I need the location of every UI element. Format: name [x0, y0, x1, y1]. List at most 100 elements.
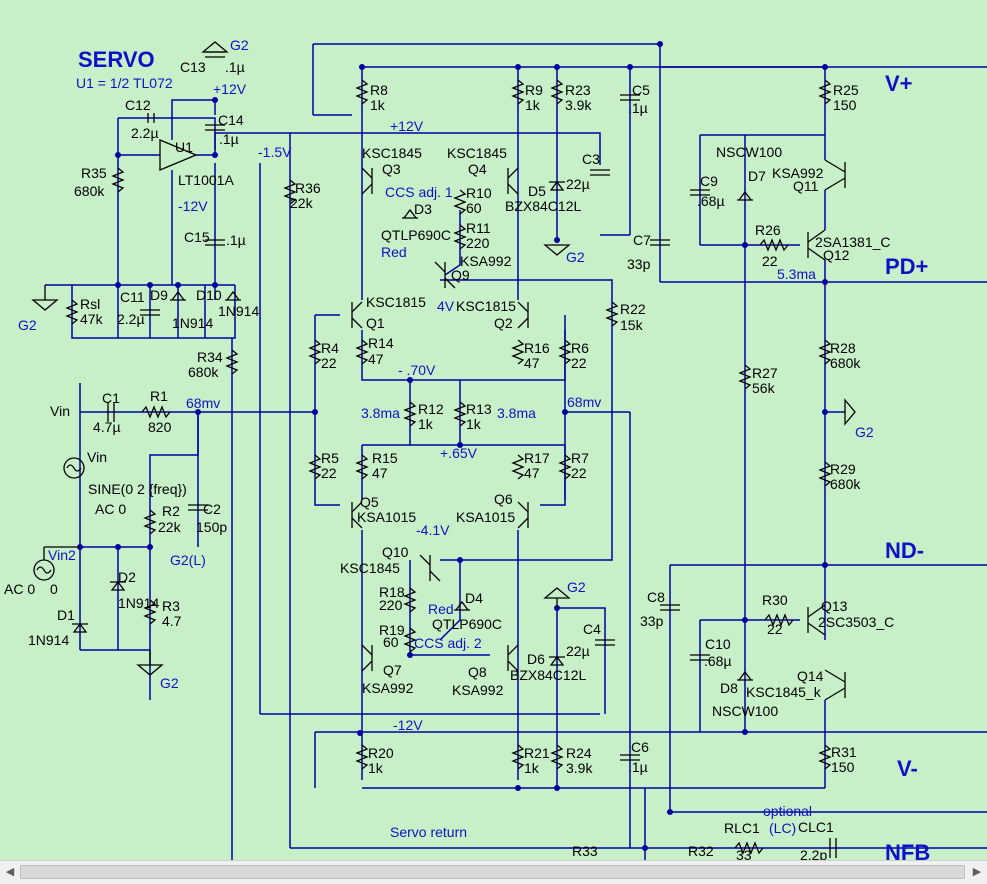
capacitor-c12 — [147, 113, 155, 123]
label-components-d1: D1 — [57, 607, 75, 623]
resistor-r20 — [355, 744, 369, 770]
capacitor-c15 — [205, 239, 225, 246]
label-components-r18: R18 — [379, 584, 405, 600]
label-components-r9v: 1k — [525, 97, 541, 113]
annot-65v: +.65V — [440, 445, 478, 461]
label-components-r23v: 3.9k — [565, 97, 592, 113]
horizontal-scrollbar[interactable]: ◀ ▶ — [0, 860, 987, 884]
label-components-r8: R8 — [370, 82, 388, 98]
capacitor-c3 — [590, 169, 610, 176]
label-components-r35v: 680k — [74, 183, 105, 199]
net-g2l: G2(L) — [170, 552, 206, 568]
capacitor-c8 — [660, 604, 680, 611]
label-components-r12: R12 — [418, 401, 444, 417]
label-components-d8: D8 — [720, 680, 738, 696]
label-components-d10: D10 — [196, 287, 222, 303]
resistor-r3 — [143, 599, 157, 625]
label-components-r3v: 4.7 — [162, 613, 182, 629]
label-components-r4: R4 — [321, 340, 339, 356]
scrollbar-thumb[interactable] — [20, 865, 965, 879]
label-components-c7: C7 — [633, 232, 651, 248]
label-components-r23: R23 — [565, 82, 591, 98]
resistor-r30 — [764, 613, 794, 627]
resistor-r5 — [308, 454, 322, 480]
annot-38ma-a: 3.8ma — [361, 405, 400, 421]
resistor-rlc1 — [734, 841, 764, 855]
servo-return-label: Servo return — [390, 824, 467, 840]
transistor-q14 — [824, 669, 846, 701]
net-vminus: V- — [897, 756, 918, 781]
label-components-c13: C13 — [180, 59, 206, 75]
label-components-d4v: QTLP690C — [432, 616, 502, 632]
label-components-d5v: BZX84C12L — [505, 198, 581, 214]
label-components-r14v: 47 — [368, 351, 384, 367]
label-components-r18v: 220 — [379, 597, 403, 613]
label-components-r36: R36 — [295, 180, 321, 196]
led-label-red1: Red — [381, 244, 407, 260]
resistor-r4 — [308, 339, 322, 365]
label-components-r14: R14 — [368, 335, 394, 351]
schematic-canvas[interactable]: SERVO U1 = 1/2 TL072 G2 C13 .1µ +12V C12… — [0, 0, 987, 865]
label-components-d7: D7 — [748, 168, 766, 184]
label-components-q6v: KSA1015 — [456, 509, 515, 525]
resistor-r7 — [558, 454, 572, 480]
resistor-r34 — [225, 349, 239, 375]
diode-d10 — [225, 290, 241, 301]
label-components-c6: C6 — [631, 739, 649, 755]
label-components-r27: R27 — [752, 365, 778, 381]
label-components-q3v: KSC1845 — [362, 145, 422, 161]
label-components-c15: C15 — [184, 229, 210, 245]
subtitle: U1 = 1/2 TL072 — [76, 75, 173, 91]
capacitor-c2 — [188, 504, 208, 511]
led-d8 — [737, 670, 753, 681]
label-components-d6: D6 — [527, 651, 545, 667]
label-components-c5v: .1µ — [628, 100, 648, 116]
label-components-r16: R16 — [524, 340, 550, 356]
scroll-left-arrow-icon[interactable]: ◀ — [5, 866, 15, 878]
label-components-c14v: .1µ — [219, 131, 239, 147]
label-components-q3: Q3 — [382, 161, 401, 177]
label-components-r1: R1 — [150, 388, 168, 404]
label-components-d3v: QTLP690C — [381, 227, 451, 243]
resistor-r12 — [403, 401, 417, 427]
resistor-r25 — [818, 79, 832, 105]
annot-70v: - .70V — [398, 362, 436, 378]
label-components-r10: R10 — [466, 185, 492, 201]
resistor-r8 — [355, 79, 369, 105]
label-components-d9v: 1N914 — [172, 315, 213, 331]
label-components-d9: D9 — [150, 287, 168, 303]
label-components-r27v: 56k — [752, 380, 776, 396]
label-components-c15v: .1µ — [226, 232, 246, 248]
label-components-r24v: 3.9k — [566, 760, 593, 776]
label-components-r36v: 22k — [290, 195, 314, 211]
transistor-q3 — [361, 167, 373, 195]
resistor-r2 — [143, 509, 157, 535]
annot-38ma-b: 3.8ma — [497, 405, 536, 421]
label-components-r26v: 22 — [762, 253, 778, 269]
label-components-r2v: 22k — [158, 519, 182, 535]
label-components-nscw1: NSCW100 — [716, 144, 782, 160]
resistor-r16 — [511, 339, 525, 365]
label-components-r7: R7 — [571, 450, 589, 466]
label-components-r15: R15 — [372, 450, 398, 466]
ccs-adj-2: CCS adj. 2 — [414, 635, 482, 651]
label-components-c4v: 22µ — [566, 643, 590, 659]
label-components-r22v: 15k — [620, 317, 644, 333]
resistor-r15 — [355, 454, 369, 480]
capacitor-c6 — [620, 754, 640, 761]
transistor-q13 — [807, 604, 826, 636]
scroll-right-arrow-icon[interactable]: ▶ — [972, 866, 982, 878]
label-components-r21v: 1k — [524, 760, 540, 776]
resistor-r29 — [818, 461, 832, 487]
label-components-q13: Q13 — [821, 598, 848, 614]
opamp-u1 — [159, 139, 198, 171]
capacitor-c5 — [620, 94, 640, 101]
resistor-r27 — [738, 364, 752, 390]
label-components-r20v: 1k — [368, 760, 384, 776]
title: SERVO — [78, 47, 155, 72]
label-components-sine: SINE(0 2 {freq}) — [88, 481, 187, 497]
transistor-q6 — [517, 501, 529, 529]
schematic-drawing: SERVO U1 = 1/2 TL072 G2 C13 .1µ +12V C12… — [4, 37, 987, 865]
label-components-q2v: KSC1815 — [456, 298, 516, 314]
label-components-d2v: 1N914 — [118, 595, 159, 611]
